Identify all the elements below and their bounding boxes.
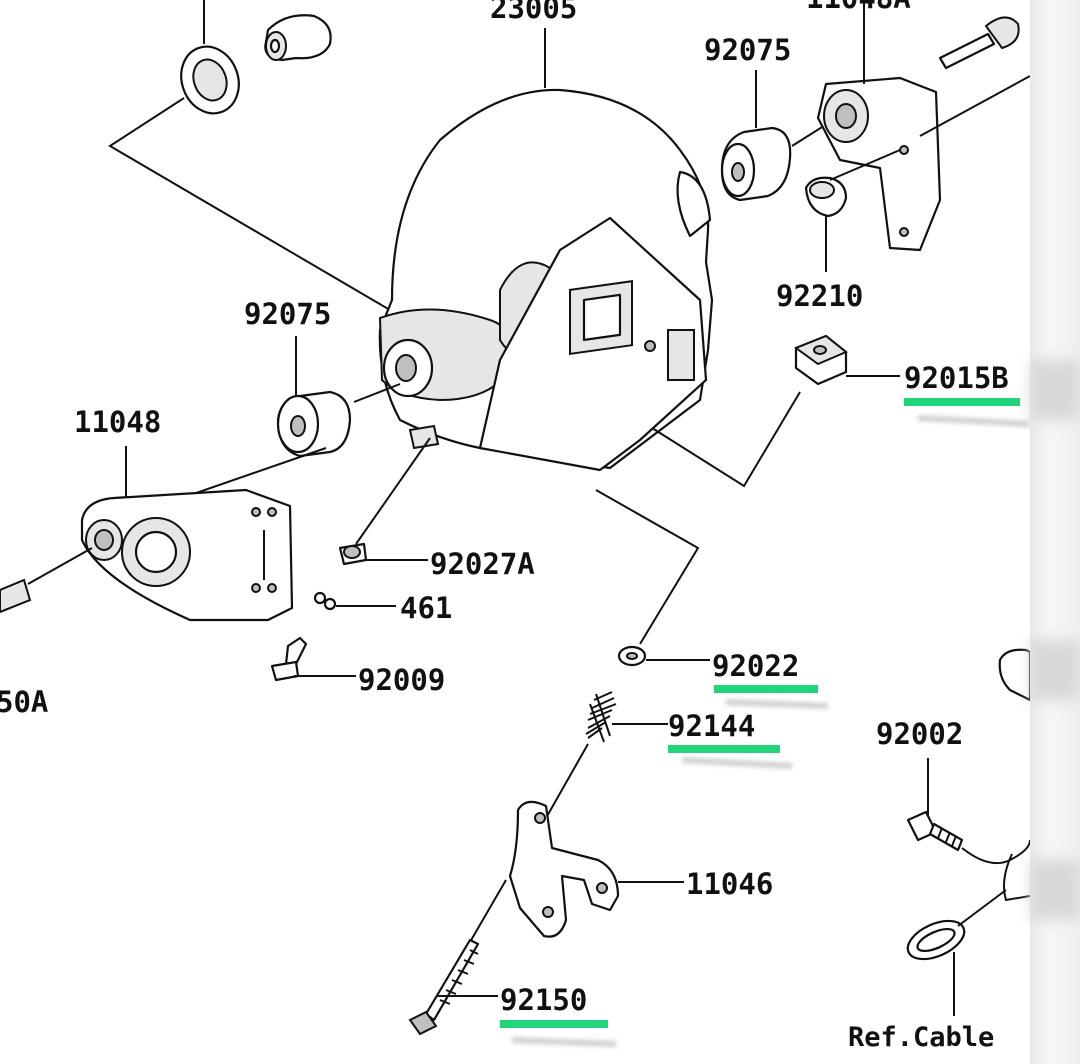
- parts-diagram: 23005 11048A 92075 92210 92015B 92075 11…: [0, 0, 1030, 1053]
- spacer-left-part: [276, 390, 352, 458]
- nut-92210-part: [804, 176, 848, 218]
- bolt-92150-part: [408, 938, 480, 1036]
- leader-left-bolt: [27, 547, 93, 585]
- label-ref-cable: Ref.Cable: [848, 1022, 994, 1053]
- spacer-top-part: [720, 126, 792, 202]
- part-461: [313, 591, 337, 611]
- label-92150: 92150: [500, 983, 587, 1017]
- label-92022: 92022: [712, 649, 799, 683]
- label-92015b: 92015B: [904, 361, 1009, 395]
- bracket-11048-part: [80, 488, 294, 622]
- strip-band: [1030, 360, 1080, 420]
- bolt-92027a-part: [338, 542, 368, 566]
- bolt-92009-part: [270, 636, 308, 682]
- clip-nut-part: [793, 334, 848, 386]
- bracket-11048a-part: [816, 76, 942, 252]
- label-11048a: 11048A: [806, 0, 911, 15]
- label-92075-top: 92075: [704, 33, 791, 67]
- leader-92027a-housing: [355, 437, 431, 545]
- label-92027a: 92027A: [430, 547, 535, 581]
- label-92009: 92009: [358, 663, 445, 697]
- label-92002: 92002: [876, 717, 963, 751]
- label-461: 461: [400, 591, 452, 625]
- bracket-11046-part: [508, 800, 620, 938]
- leader-housing-washer: [595, 489, 700, 645]
- label-11046: 11046: [686, 867, 773, 901]
- cable-part: [906, 648, 1030, 961]
- bolt-92002-part: [906, 810, 964, 852]
- spring-92144-part: [585, 691, 617, 743]
- seal-ring-part: [180, 0, 240, 115]
- washer-92022-part: [617, 645, 647, 667]
- leader-spacer-housing: [353, 383, 401, 403]
- leader-spring-bracket: [545, 743, 589, 819]
- label-92075-left: 92075: [244, 297, 331, 331]
- label-92144: 92144: [668, 709, 755, 743]
- label-11048: 11048: [74, 405, 161, 439]
- bolt-top-right-part: [938, 16, 1020, 70]
- leader-bracket-bolt: [469, 879, 507, 943]
- strip-band: [1030, 860, 1080, 920]
- bolt-left-edge-part: [0, 578, 32, 614]
- leader-spacer-bracket: [175, 447, 327, 501]
- leader-right-edge: [919, 75, 1030, 137]
- leader-nut-bracket: [829, 149, 901, 181]
- blurred-side-strip: [1030, 0, 1080, 1064]
- leader-clip-housing: [651, 391, 801, 488]
- label-50a: 50A: [0, 685, 48, 719]
- highlight-underlines: [500, 398, 1030, 1047]
- strip-band: [1030, 640, 1080, 700]
- label-92210: 92210: [776, 279, 863, 313]
- label-23005: 23005: [490, 0, 577, 25]
- leader-seal: [108, 97, 391, 311]
- pin-part: [264, 14, 332, 62]
- headlight-housing-part: [378, 88, 714, 472]
